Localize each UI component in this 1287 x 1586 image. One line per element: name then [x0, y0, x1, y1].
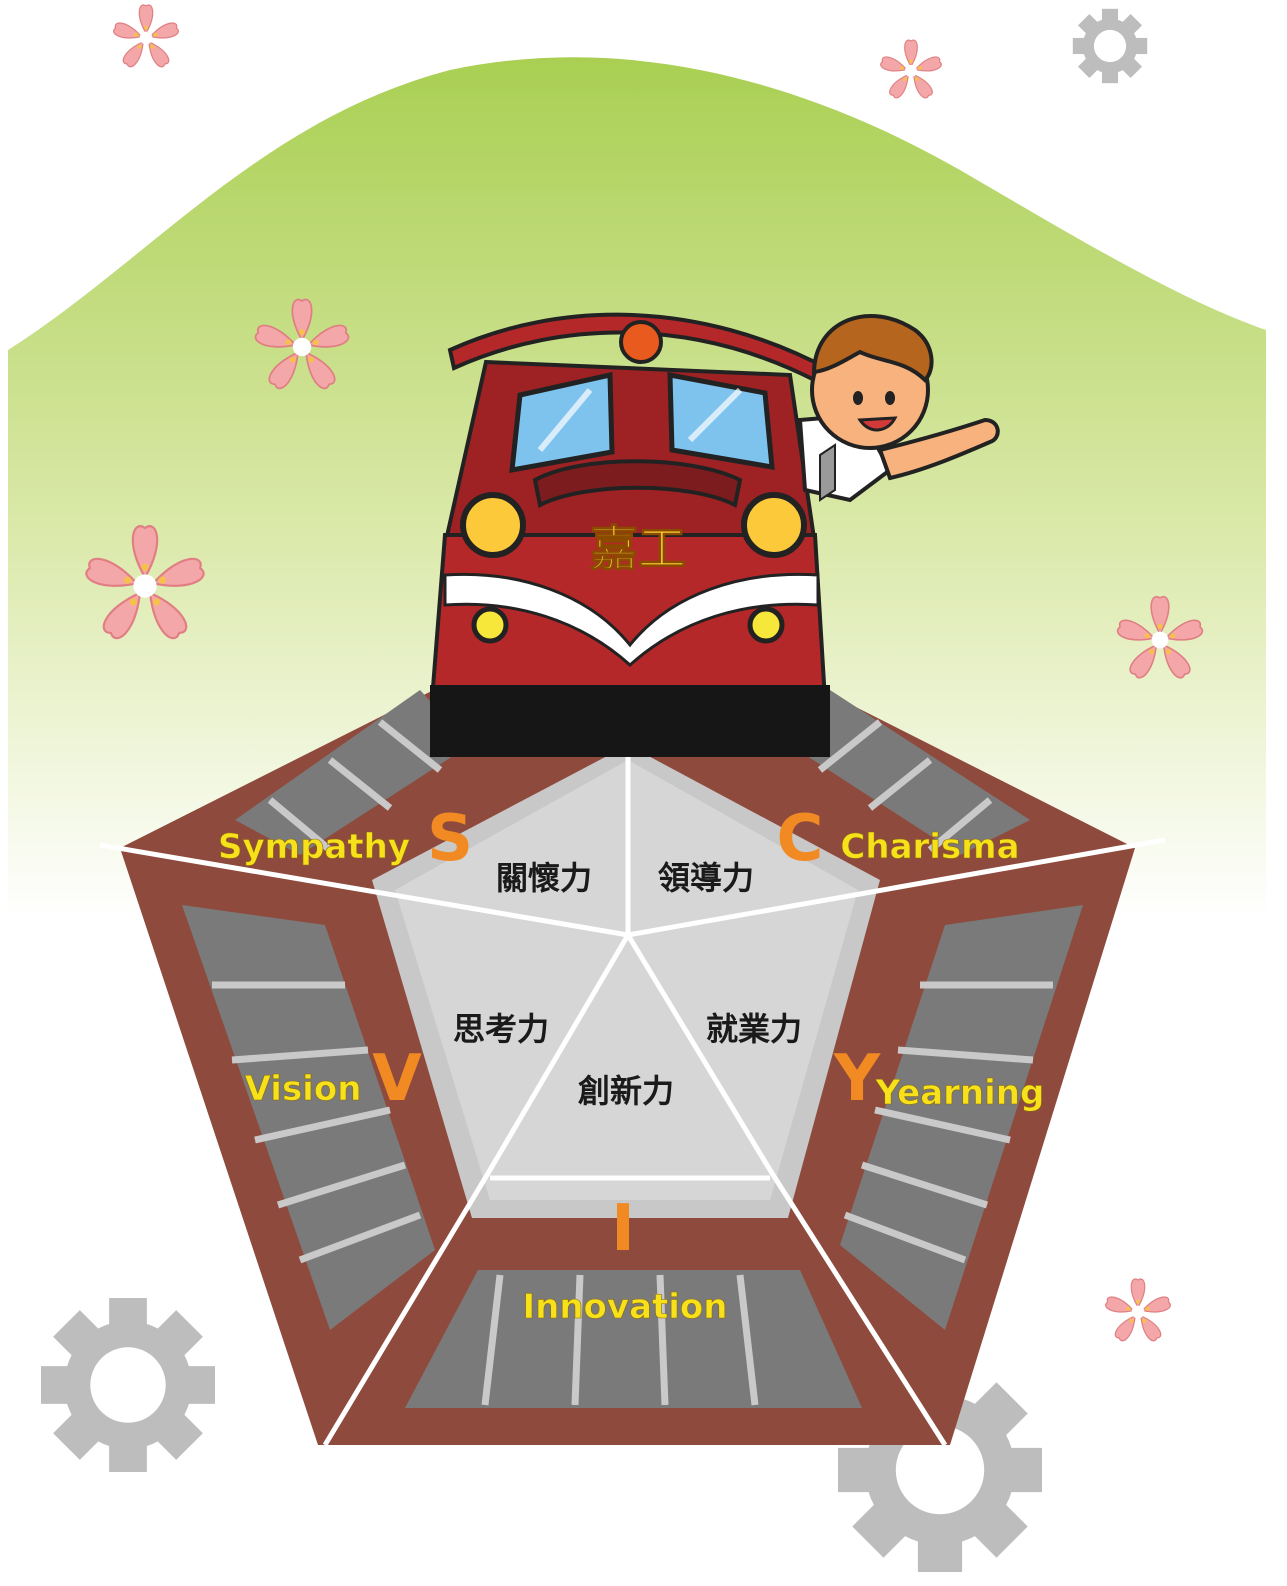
letter-s: S — [427, 802, 473, 876]
word-innovation: Innovation — [523, 1287, 728, 1327]
pentagon-track — [99, 592, 1166, 1447]
label-innovation-power: 創新力 — [578, 1072, 674, 1110]
cherry-blossom-icon — [111, 4, 181, 70]
gear-icon — [1072, 8, 1148, 84]
train-badge: 嘉工 — [590, 521, 686, 577]
word-yearning: Yearning — [875, 1073, 1045, 1113]
cherry-blossom-icon — [1103, 1278, 1173, 1344]
letter-y: Y — [833, 1042, 881, 1116]
train-icon: 嘉工 — [429, 312, 833, 757]
letter-i: I — [611, 1192, 635, 1266]
label-thinking: 思考力 — [453, 1010, 549, 1048]
gear-icon — [40, 1298, 216, 1472]
letter-c: C — [777, 802, 824, 876]
label-employability: 就業力 — [706, 1010, 802, 1048]
boy-character-icon — [797, 313, 1000, 503]
label-care: 關懷力 — [496, 859, 592, 897]
word-charisma: Charisma — [840, 827, 1019, 867]
pentagon-labels: 關懷力 領導力 思考力 就業力 創新力 S C V Y I Sympathy C… — [218, 802, 1045, 1327]
letter-v: V — [372, 1042, 422, 1116]
word-vision: Vision — [245, 1069, 362, 1109]
cherry-blossom-icon — [879, 39, 943, 101]
word-sympathy: Sympathy — [218, 827, 410, 867]
label-leadership: 領導力 — [658, 859, 754, 897]
